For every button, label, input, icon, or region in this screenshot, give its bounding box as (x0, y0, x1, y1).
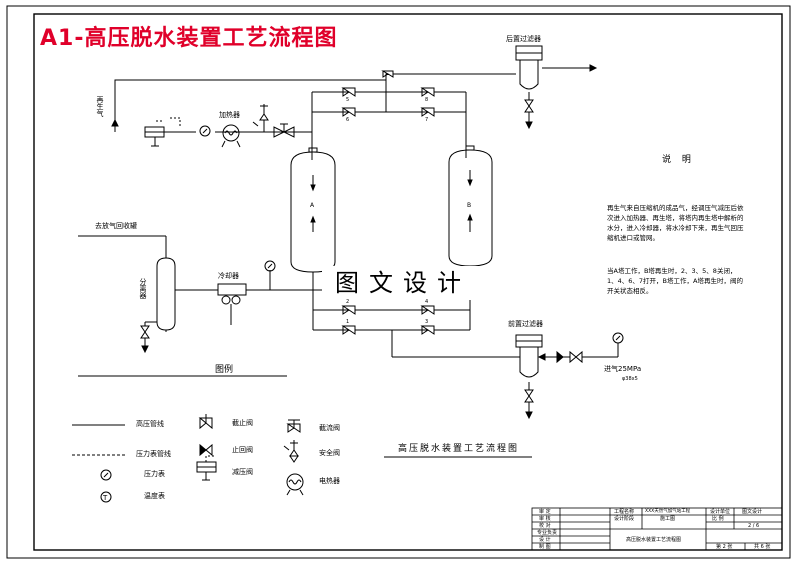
label-cooler: 冷却器 (218, 272, 239, 280)
label-inlet-size: φ38x5 (622, 376, 638, 382)
regen-gas-line (114, 64, 598, 160)
tb-stage: 施工图 (660, 516, 676, 522)
pressure-gauge-symbol (199, 125, 211, 137)
heater-symbol (221, 124, 241, 148)
drawing-frame (33, 13, 783, 551)
tb-total: 共 6 张 (754, 544, 771, 550)
label-valve-6: 6 (346, 117, 350, 123)
lower-valves (341, 305, 435, 335)
tb-project: XXX天然气加气站工程 (645, 509, 691, 514)
label-front-filter: 前置过滤器 (508, 320, 543, 328)
label-heater: 加热器 (219, 111, 240, 119)
legend-safety-valve: 安全阀 (319, 449, 340, 457)
label-valve-2: 2 (346, 299, 350, 305)
svg-text:T: T (102, 494, 108, 502)
legend-electric-heater: 电热器 (319, 477, 340, 485)
legend-check-valve: 止回阀 (232, 446, 253, 454)
legend-throttle-valve: 截流阀 (319, 424, 340, 432)
tb-approved: 审 定 (539, 509, 551, 515)
regen-line-valve (273, 123, 295, 138)
tb-sheet: 第 2 张 (716, 544, 733, 550)
legend-heading: 图例 (215, 365, 234, 375)
tb-scale-label: 比 例 (712, 516, 724, 522)
drawing-title: 高压脱水装置工艺流程图 (398, 444, 520, 454)
label-inlet-gas: 进气25MPa (604, 365, 642, 373)
front-filter-symbol (515, 334, 543, 420)
tb-unit: 图文设计 (742, 509, 763, 515)
label-valve-8: 8 (425, 97, 429, 103)
legend-reducing-valve: 减压阀 (232, 468, 253, 476)
tb-stage-label: 设计阶段 (614, 516, 635, 522)
label-separator: 分离器 (139, 278, 147, 299)
separator-cooler (78, 235, 291, 354)
label-tower-a: A (310, 202, 315, 209)
sheet-border (6, 5, 791, 559)
tb-checked: 校 对 (539, 523, 551, 529)
watermark-text: 图文设计 (322, 266, 484, 300)
tb-reviewed: 审 核 (539, 516, 551, 522)
notes-heading: 说 明 (662, 155, 695, 165)
tb-designer: 设 计 (539, 537, 551, 543)
label-valve-3: 3 (425, 319, 429, 325)
notes-paragraph-2: 当A塔工作，B塔再生时，2、3、5、8关闭，1、4、6、7打开，B塔工作，A塔再… (607, 267, 743, 295)
legend-shutoff-valve: 截止阀 (232, 419, 253, 427)
tower-a-vessel (290, 147, 336, 273)
page-title: A1-高压脱水装置工艺流程图 (40, 26, 338, 51)
tb-unit-label: 设计单位 (710, 509, 731, 515)
legend-hp-line: 高压管线 (136, 420, 164, 428)
notes-paragraph-1: 再生气来自压缩机的成品气，经调压气减压后依次进入加热器、再生塔，将塔内再生塔中解… (607, 204, 744, 242)
tb-scale: 2 / 6 (748, 523, 760, 529)
inlet-valve-and-gauge (537, 332, 624, 364)
legend-gauge-line: 压力表管线 (136, 450, 171, 458)
upper-valves (341, 70, 435, 117)
legend-temp-gauge: 温度表 (144, 492, 165, 500)
legend-pressure-gauge: 压力表 (144, 470, 165, 478)
label-valve-7: 7 (425, 117, 429, 123)
safety-valve-symbol (252, 104, 269, 132)
label-rear-filter: 后置过滤器 (506, 35, 541, 43)
label-valve-1: 1 (346, 319, 350, 325)
label-valve-4: 4 (425, 299, 429, 305)
pressure-reducing-valve (144, 117, 181, 147)
label-valve-5: 5 (346, 97, 350, 103)
rear-filter-symbol (515, 45, 543, 130)
tb-project-label: 工程名称 (614, 509, 635, 515)
title-block-grid (531, 507, 783, 551)
label-tower-b: B (467, 202, 472, 209)
regen-inlet-pipe (111, 118, 119, 132)
label-to-recovery: 去放气回收罐 (95, 222, 137, 230)
tb-lead: 专业负责 (537, 530, 558, 536)
tb-drawing-name: 高压脱水装置工艺流程图 (626, 537, 682, 543)
legend-symbols: T (72, 375, 304, 503)
tb-drafter: 制 图 (539, 544, 551, 550)
tower-b-vessel (448, 145, 493, 267)
label-regen-gas: 再生气 (96, 96, 104, 117)
